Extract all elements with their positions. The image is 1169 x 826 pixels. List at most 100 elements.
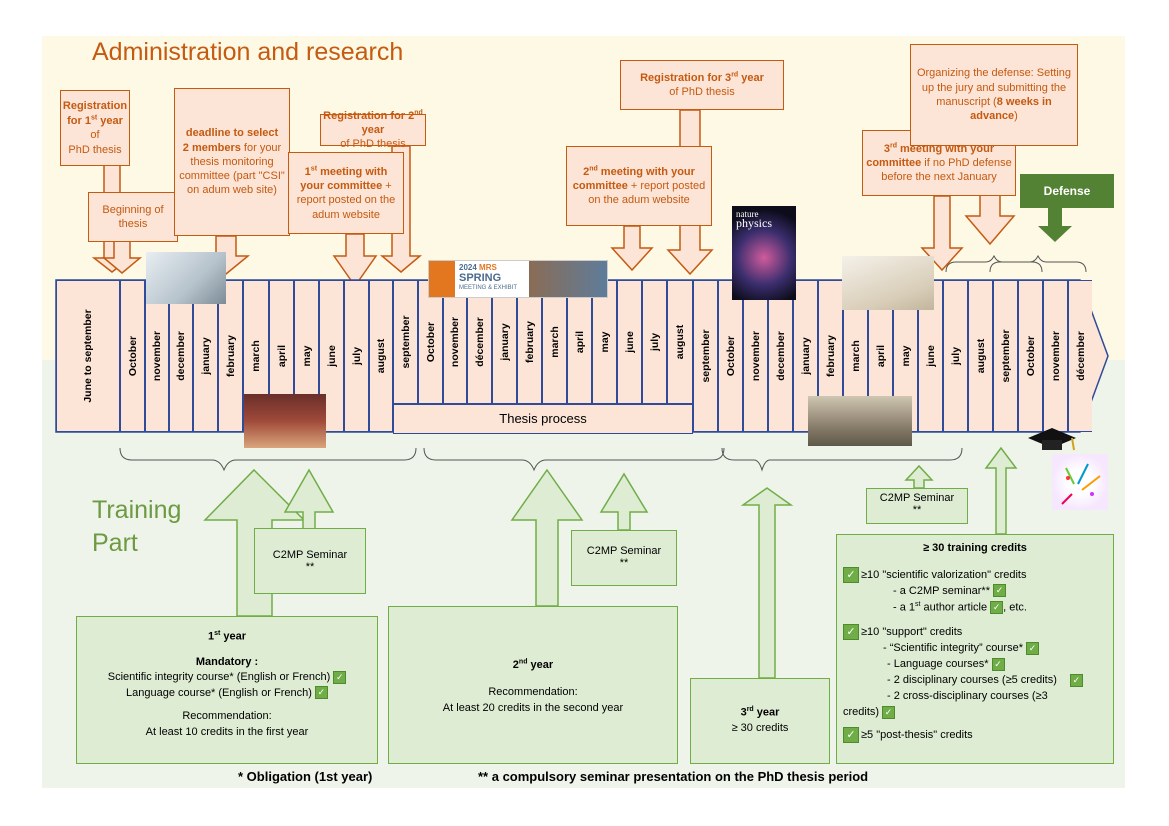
month-label: september: [399, 315, 412, 369]
credits-sup-language: - Language courses*✓: [843, 657, 1107, 673]
month-cell: september: [693, 280, 718, 432]
month-label: march: [548, 326, 561, 358]
month-cell: december: [169, 280, 193, 432]
month-cell: november: [443, 280, 467, 404]
year2-title: 2nd year: [512, 658, 554, 671]
month-cell: december: [768, 280, 793, 432]
arrow-meet2: [610, 225, 654, 272]
month-cell: september: [393, 280, 418, 404]
month-cell: august: [369, 280, 393, 432]
month-label: july: [949, 346, 962, 366]
month-cell: march: [542, 280, 567, 404]
month-label: november: [1049, 330, 1062, 382]
month-cell: may: [592, 280, 617, 404]
month-label: may: [300, 345, 313, 367]
month-label: january: [199, 337, 212, 375]
credits-title: ≥ 30 training credits: [923, 542, 1027, 554]
month-label: november: [749, 330, 762, 382]
footer-obligation-note: * Obligation (1st year): [238, 769, 373, 784]
seminar-stars: **: [619, 557, 629, 569]
seminar-label: C2MP Seminar: [272, 549, 348, 561]
month-cell: july: [642, 280, 667, 404]
seminar-box-year1: C2MP Seminar**: [254, 528, 366, 594]
lecture-hall-photo: [244, 394, 326, 448]
mrs-text: 2024 MRS: [459, 263, 497, 272]
month-label: september: [699, 329, 712, 383]
training-part-title: Training Part: [92, 494, 181, 560]
check-icon: ✓: [843, 726, 859, 743]
mrs-photo-strip: [529, 261, 607, 297]
month-label: august: [974, 338, 987, 374]
credits-scientific: ✓≥10 "scientific valorization" credits: [843, 566, 1107, 584]
check-icon: ✓: [882, 705, 896, 719]
year1-mandatory: Mandatory :: [195, 656, 259, 669]
month-cell: June to september: [56, 280, 120, 432]
year1-recommendation: Recommendation:: [182, 710, 272, 723]
month-cell: february: [218, 280, 243, 432]
check-icon: ✓: [1026, 641, 1039, 655]
arrow-credits: [984, 446, 1018, 535]
month-label: june: [325, 345, 338, 367]
mrs-spring-text: SPRING: [459, 272, 502, 284]
month-label: december: [175, 331, 187, 381]
check-icon: ✓: [990, 600, 1004, 614]
year1-box: 1st year Mandatory : Scientific integrit…: [76, 616, 378, 764]
month-label: October: [424, 321, 437, 363]
month-label: february: [824, 334, 837, 378]
month-cell: august: [968, 280, 993, 432]
callout-organizing-defense: Organizing the defense: Setting up the j…: [910, 44, 1078, 146]
month-cell: july: [943, 280, 968, 432]
month-label: October: [1024, 335, 1037, 377]
month-label: july: [648, 332, 661, 352]
month-cell: november: [1043, 280, 1068, 432]
month-label: October: [724, 335, 737, 377]
year1-recommendation-text: At least 10 credits in the first year: [145, 725, 309, 738]
month-label: may: [598, 331, 611, 353]
arrow-seminar3: [904, 464, 934, 489]
year1-course2: Language course* (English or French)✓: [77, 686, 377, 701]
month-label: september: [999, 329, 1012, 383]
seminar-box-year2: C2MP Seminar**: [571, 530, 677, 586]
month-label: may: [899, 345, 912, 367]
seminar-stars: **: [912, 504, 922, 516]
year3-credits: ≥ 30 credits: [731, 722, 789, 735]
year-braces: [119, 447, 963, 472]
month-label: June to september: [82, 309, 94, 403]
credits-sup-integrity: - “Scientific integrity” course*✓: [843, 641, 1107, 657]
callout-2nd-meeting: 2nd meeting with your committee + report…: [566, 146, 712, 226]
month-label: december: [774, 331, 787, 381]
celebration-confetti-icon: [1052, 454, 1108, 510]
month-label: august: [375, 338, 387, 374]
admin-research-title: Administration and research: [92, 38, 404, 66]
seminar-stars: **: [305, 561, 315, 573]
check-icon: ✓: [843, 624, 859, 641]
credits-sci-article: - a 1st author article✓, etc.: [893, 600, 1027, 614]
arrow-meet3: [920, 195, 964, 272]
month-label: june: [623, 331, 636, 353]
training-credits-box: ≥ 30 training credits ✓≥10 "scientific v…: [836, 534, 1114, 764]
arrow-beginning: [101, 239, 143, 274]
year2-box: 2nd year Recommendation: At least 20 cre…: [388, 606, 678, 764]
year1-course1: Scientific integrity course* (English or…: [77, 670, 377, 685]
check-icon: ✓: [314, 686, 328, 700]
month-cell: décember: [1068, 280, 1092, 432]
credits-sci-seminar: - a C2MP seminar**✓: [843, 584, 1107, 600]
check-icon: ✓: [843, 566, 859, 583]
year2-recommendation: Recommendation:: [488, 685, 578, 698]
brace-top-2: [989, 254, 1087, 273]
month-label: October: [126, 335, 139, 377]
month-label: april: [573, 330, 586, 354]
training-title-line1: Training: [92, 496, 182, 524]
month-label: august: [674, 324, 686, 360]
month-label: february: [224, 334, 237, 378]
seminar-box-year3: C2MP Seminar**: [866, 488, 968, 524]
month-cell: february: [517, 280, 542, 404]
month-label: january: [799, 337, 812, 375]
mrs-sub-text: MEETING & EXHIBIT: [459, 285, 518, 291]
month-cell: november: [145, 280, 169, 432]
month-cell: October: [718, 280, 743, 432]
